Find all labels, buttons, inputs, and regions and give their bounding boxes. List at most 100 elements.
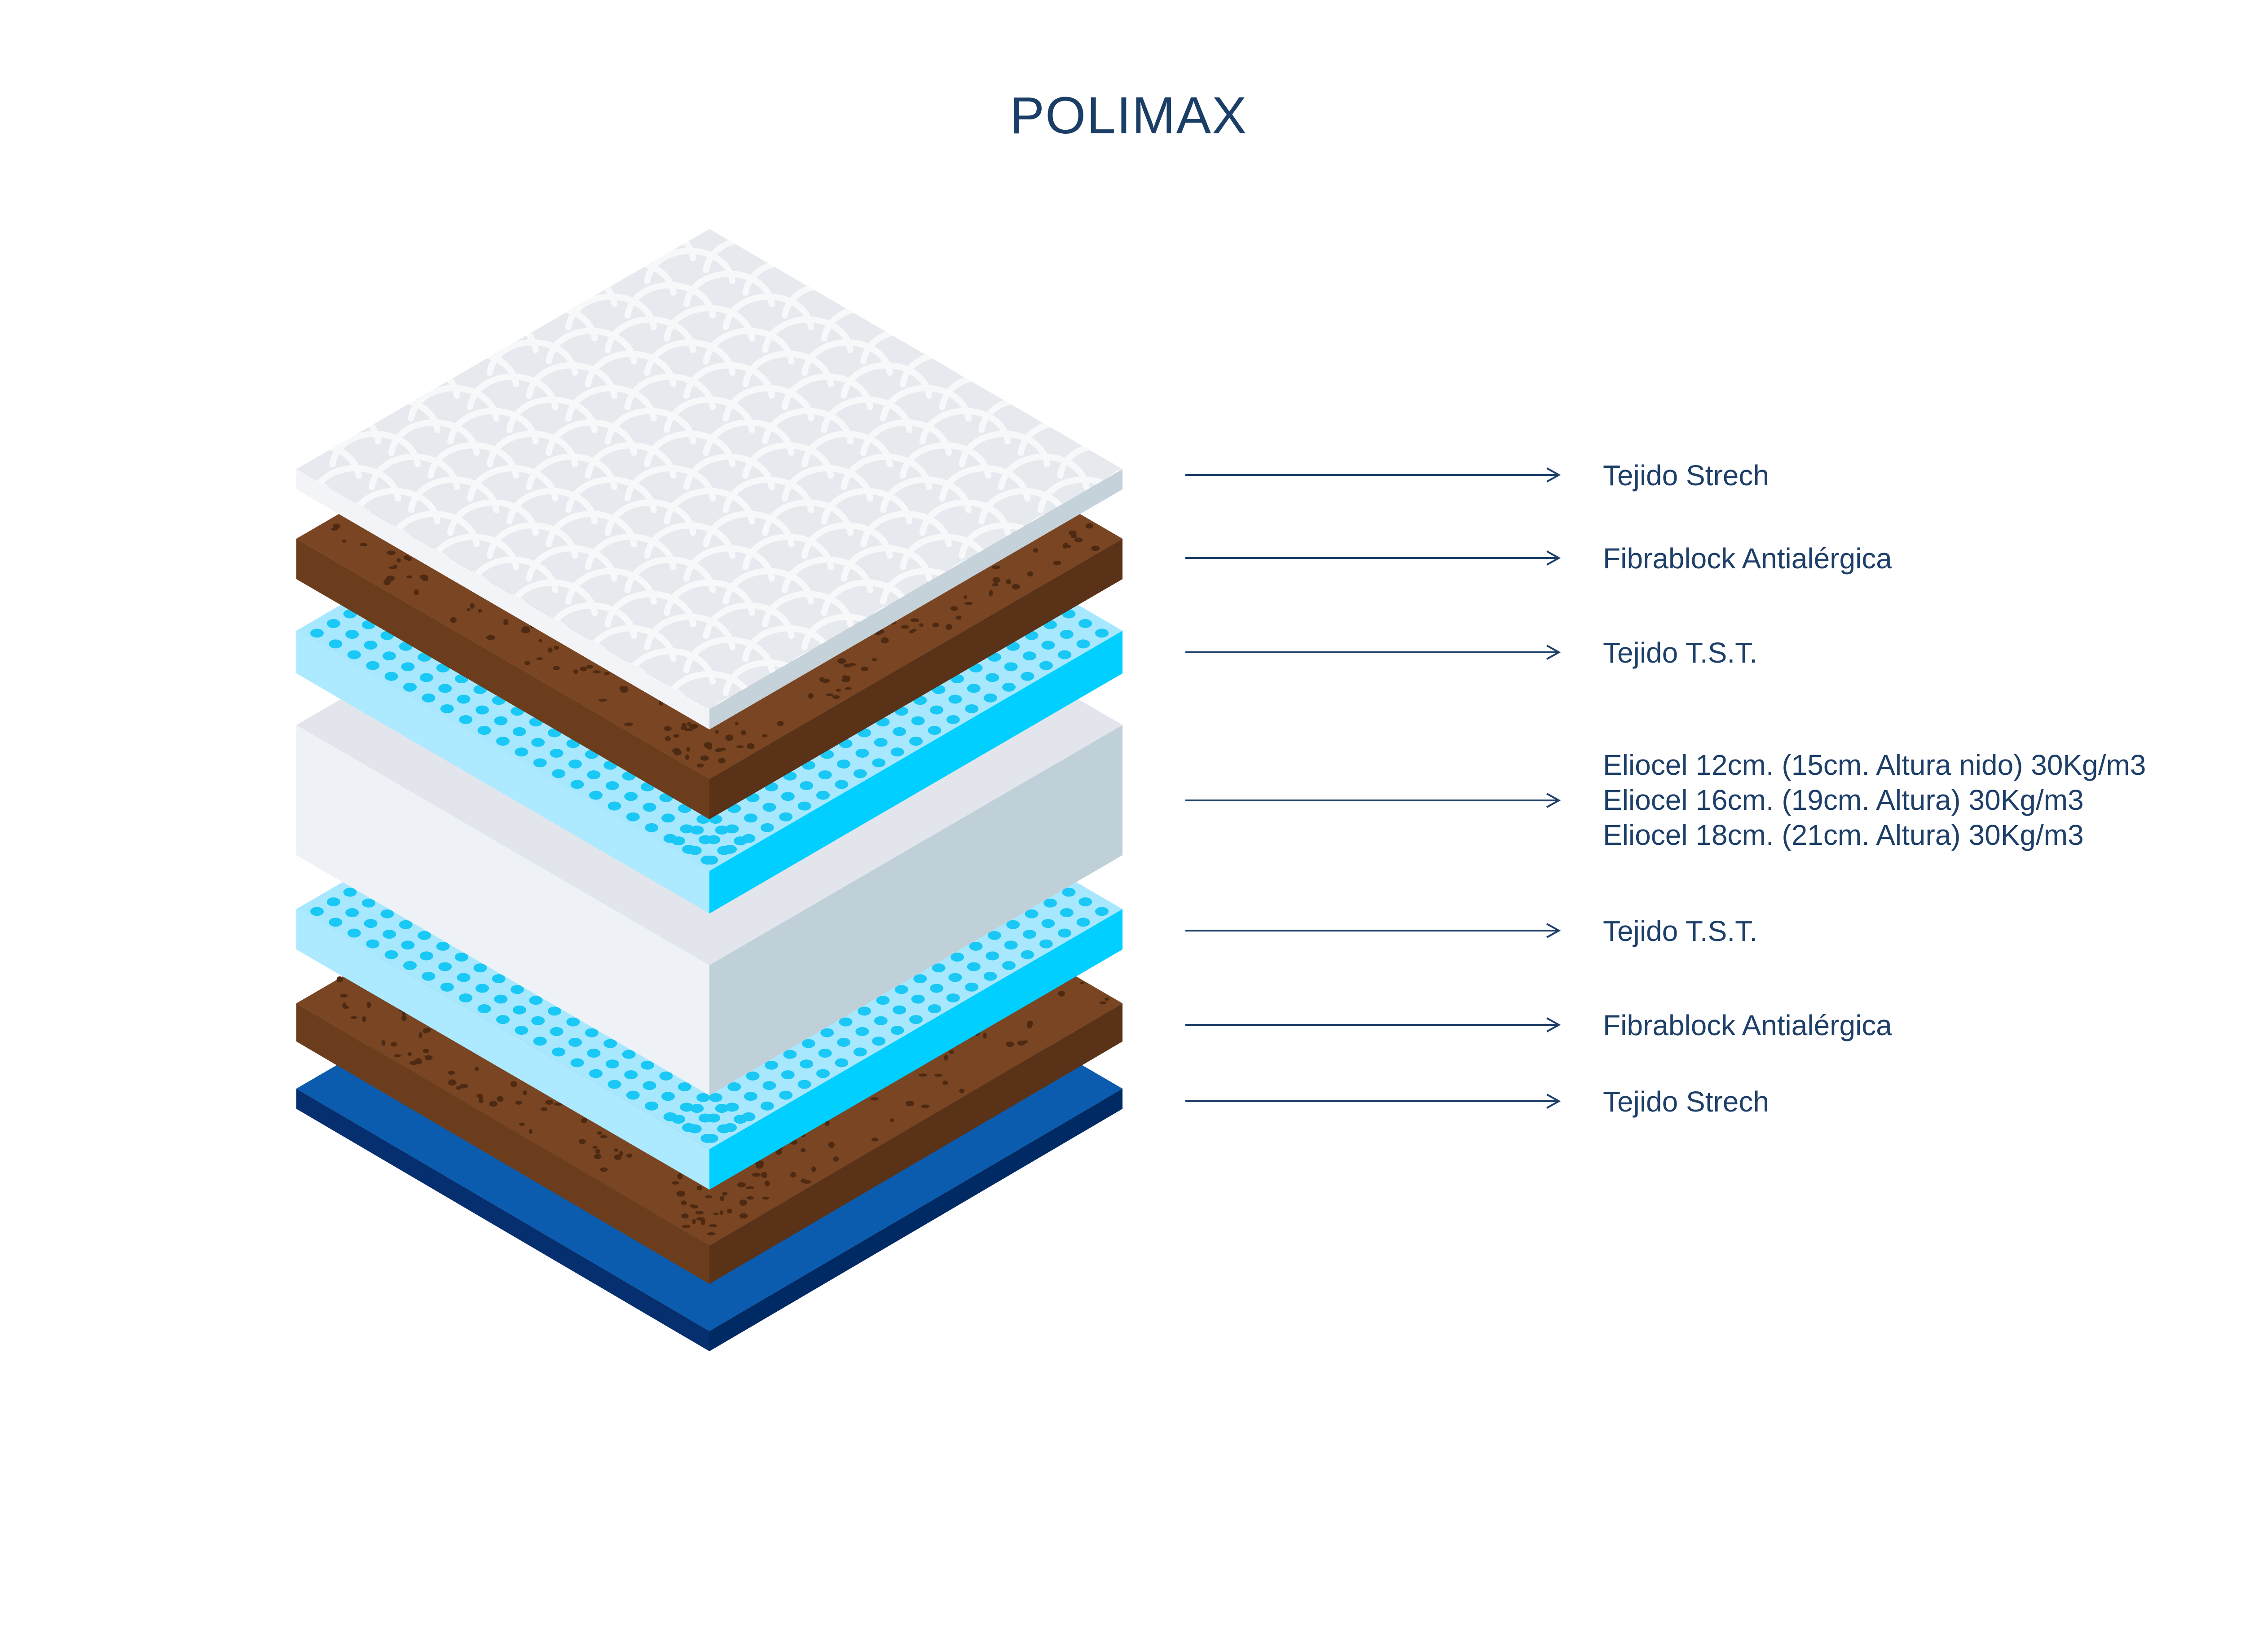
perforation-dot bbox=[1043, 898, 1057, 908]
perforation-dot bbox=[438, 684, 452, 693]
fiber-speck bbox=[1006, 1041, 1014, 1047]
perforation-dot bbox=[800, 1059, 814, 1069]
fiber-speck bbox=[387, 550, 396, 555]
perforation-dot bbox=[645, 1101, 659, 1111]
perforation-dot bbox=[496, 1015, 510, 1024]
layer-label: Tejido T.S.T. bbox=[1603, 915, 1757, 947]
fiber-speck bbox=[828, 1142, 835, 1148]
perforation-dot bbox=[967, 684, 981, 693]
perforation-dot bbox=[533, 1037, 547, 1046]
fiber-speck bbox=[614, 1154, 622, 1160]
perforation-dot bbox=[622, 1050, 636, 1059]
arrow-icon bbox=[1185, 550, 1561, 566]
fiber-speck bbox=[624, 722, 633, 726]
perforation-dot bbox=[872, 758, 886, 768]
perforation-dot bbox=[366, 661, 380, 670]
fiber-speck bbox=[871, 658, 878, 661]
fiber-speck bbox=[423, 1049, 430, 1054]
perforation-dot bbox=[855, 1027, 869, 1036]
fiber-speck bbox=[696, 1185, 703, 1191]
fiber-speck bbox=[592, 1146, 598, 1149]
perforation-dot bbox=[715, 1104, 729, 1113]
layer-label: Tejido Strech bbox=[1603, 1085, 1769, 1118]
perforation-dot bbox=[531, 1016, 545, 1025]
perforation-dot bbox=[1060, 630, 1074, 639]
perforation-dot bbox=[744, 813, 757, 823]
perforation-dot bbox=[1058, 928, 1072, 938]
fiber-speck bbox=[861, 666, 868, 672]
fiber-speck bbox=[746, 1196, 754, 1200]
fiber-speck bbox=[331, 527, 339, 531]
fiber-speck bbox=[735, 721, 739, 725]
fiber-speck bbox=[685, 754, 689, 760]
fiber-speck bbox=[871, 1138, 879, 1142]
fiber-speck bbox=[614, 1148, 618, 1152]
perforation-dot bbox=[605, 781, 619, 791]
perforation-dot bbox=[762, 803, 776, 812]
perforation-dot bbox=[1058, 650, 1072, 659]
fiber-speck bbox=[919, 623, 924, 627]
fiber-speck bbox=[689, 724, 698, 729]
perforation-dot bbox=[645, 823, 659, 832]
perforation-dot bbox=[930, 984, 943, 993]
fiber-speck bbox=[920, 1104, 930, 1108]
perforation-dot bbox=[682, 844, 696, 854]
perforation-dot bbox=[820, 1028, 834, 1037]
perforation-dot bbox=[383, 651, 396, 661]
perforation-dot bbox=[983, 693, 997, 703]
perforation-dot bbox=[473, 963, 487, 973]
perforation-dot bbox=[529, 996, 543, 1005]
fiber-speck bbox=[1012, 584, 1020, 590]
perforation-dot bbox=[587, 1049, 601, 1058]
fiber-speck bbox=[414, 589, 419, 595]
fiber-speck bbox=[705, 1195, 713, 1199]
perforation-dot bbox=[855, 748, 869, 758]
perforation-dot bbox=[946, 993, 960, 1002]
fiber-speck bbox=[665, 736, 671, 741]
perforation-dot bbox=[1041, 641, 1055, 650]
perforation-dot bbox=[839, 1017, 853, 1027]
fiber-speck bbox=[722, 1191, 728, 1196]
fiber-speck bbox=[681, 1200, 687, 1205]
layer-label-line: Eliocel 18cm. (21cm. Altura) 30Kg/m3 bbox=[1603, 819, 2084, 851]
fiber-speck bbox=[414, 1058, 422, 1065]
fiber-speck bbox=[677, 1173, 682, 1180]
fiber-speck bbox=[422, 577, 428, 581]
fiber-speck bbox=[992, 583, 999, 587]
fiber-speck bbox=[775, 1149, 782, 1155]
fiber-speck bbox=[843, 663, 852, 668]
perforation-dot bbox=[512, 727, 526, 736]
fiber-speck bbox=[1080, 981, 1084, 984]
fiber-speck bbox=[932, 622, 939, 628]
fiber-speck bbox=[1085, 523, 1094, 529]
fiber-speck bbox=[836, 689, 841, 692]
perforation-dot bbox=[779, 1090, 793, 1100]
fiber-speck bbox=[762, 1196, 769, 1200]
perforation-dot bbox=[477, 726, 491, 735]
fiber-speck bbox=[519, 1123, 525, 1126]
perforation-dot bbox=[709, 1093, 722, 1102]
fiber-speck bbox=[992, 565, 1000, 569]
perforation-dot bbox=[951, 953, 964, 962]
fiber-speck bbox=[553, 666, 560, 671]
perforation-dot bbox=[568, 1037, 582, 1047]
fiber-speck bbox=[745, 1186, 754, 1189]
fiber-speck bbox=[756, 1162, 763, 1169]
fiber-speck bbox=[497, 1096, 504, 1102]
perforation-dot bbox=[911, 716, 925, 725]
fiber-speck bbox=[983, 1032, 987, 1039]
fiber-speck bbox=[672, 1181, 679, 1185]
perforation-dot bbox=[969, 941, 983, 951]
perforation-dot bbox=[436, 941, 450, 951]
fiber-speck bbox=[1058, 990, 1065, 997]
fiber-speck bbox=[418, 1032, 423, 1038]
perforation-dot bbox=[552, 769, 566, 778]
fiber-speck bbox=[842, 675, 848, 680]
perforation-dot bbox=[1004, 940, 1018, 950]
fiber-speck bbox=[739, 1213, 748, 1219]
fiber-speck bbox=[681, 1213, 689, 1219]
fiber-speck bbox=[747, 743, 755, 749]
perforation-dot bbox=[837, 759, 850, 769]
perforation-dot bbox=[515, 747, 528, 757]
perforation-dot bbox=[418, 931, 431, 940]
